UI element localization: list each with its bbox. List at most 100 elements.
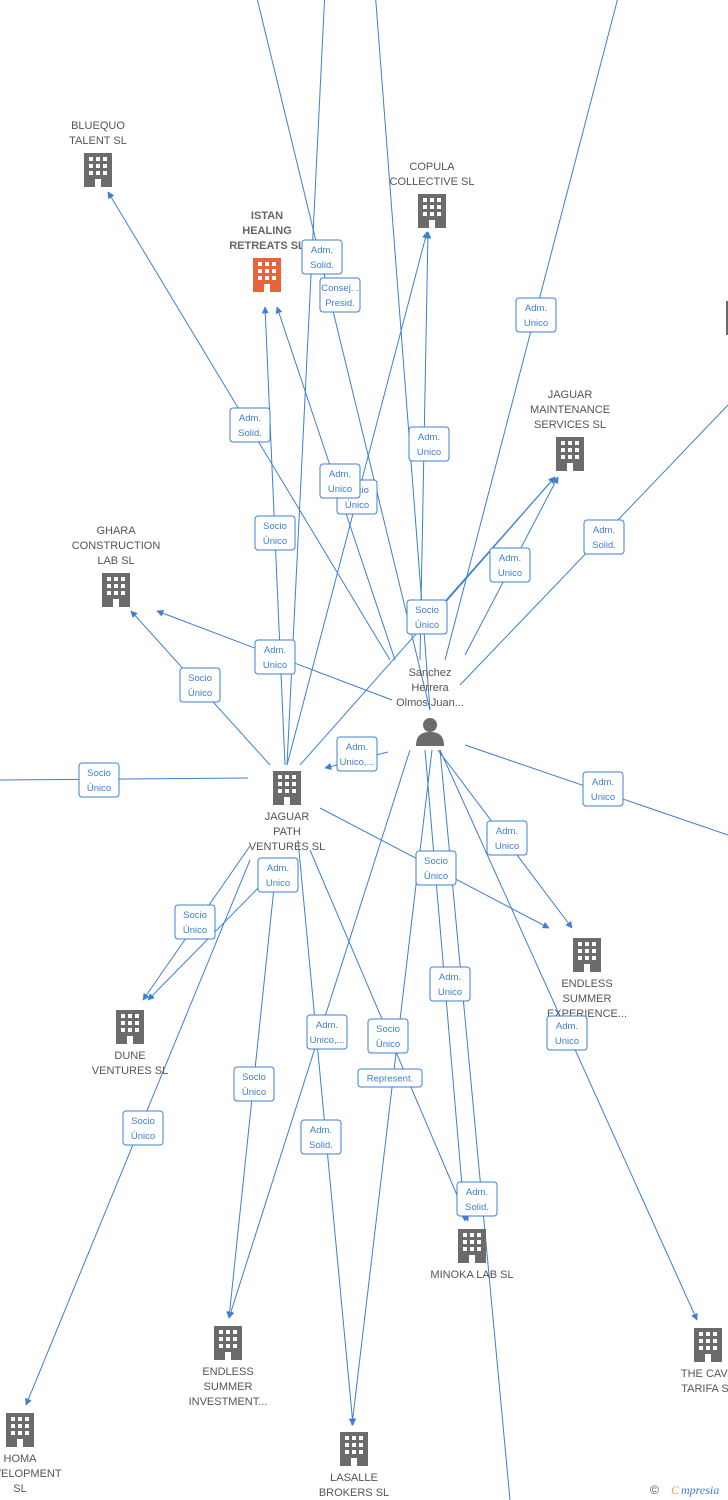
relation-text: Único (415, 620, 439, 631)
relation-text: Único (376, 1039, 400, 1050)
node-label-line: HEALING (242, 225, 292, 237)
edge-31 (286, 0, 326, 766)
relation-label-r5[interactable]: Adm.Unico (408, 426, 450, 462)
building-icon (458, 1229, 486, 1263)
relation-label-r4[interactable]: Adm. Solid. (229, 407, 271, 443)
relation-text: Unico,... (340, 757, 375, 768)
relation-box (546, 1015, 588, 1051)
relation-box (300, 1119, 342, 1155)
relation-text: Único (263, 536, 287, 547)
relation-text: Adm. (439, 972, 461, 983)
relation-label-r9[interactable]: Adm.Solid. (583, 519, 625, 555)
relation-label-r17[interactable]: Adm.Unico (486, 820, 528, 856)
relation-text: Único (242, 1087, 266, 1098)
node-label-line: DUNE (114, 1050, 145, 1062)
relation-text: Represent. (367, 1074, 413, 1085)
relation-label-r12[interactable]: Adm.Unico (254, 639, 296, 675)
relation-text: Único (345, 500, 369, 511)
node-label-line: BLUEQUO (71, 120, 125, 132)
node-label-line: LAB SL (97, 555, 134, 567)
relation-text: Unico (524, 318, 548, 329)
relation-text: Socio (376, 1024, 400, 1035)
node-thecave[interactable]: THE CAVETARIFA SL (681, 1328, 728, 1395)
relation-text: Adm. (264, 645, 286, 656)
relation-label-r19[interactable]: Adm.Unico (257, 857, 299, 893)
node-label-line: INVESTMENT... (189, 1396, 268, 1408)
relation-label-r7[interactable]: Adm.Unico (319, 463, 361, 499)
relation-label-r21[interactable]: Adm. Unico (429, 966, 471, 1002)
relation-label-r16[interactable]: Adm.Unico (582, 771, 624, 807)
relation-text: Único (188, 688, 212, 699)
relation-text: Adm. (310, 1125, 332, 1136)
node-label-line: VENTURES SL (249, 841, 325, 853)
relation-label-r25[interactable]: Represent. (357, 1068, 423, 1088)
relation-box (489, 547, 531, 583)
relation-box (233, 1066, 275, 1102)
node-label-line: PATH (273, 826, 301, 838)
relation-box (319, 463, 361, 499)
relation-text: Adm. (239, 413, 261, 424)
relation-label-r2[interactable]: Consej. . Presid. (319, 277, 361, 313)
relation-label-r23[interactable]: Adm.Unico,... (306, 1014, 348, 1050)
node-label-line: ISTAN (251, 210, 283, 222)
relation-label-r14[interactable]: Adm. Unico,... (336, 736, 378, 772)
relation-box (336, 736, 378, 772)
relation-text: Unico (498, 568, 522, 579)
node-label-line: BROKERS SL (319, 1487, 389, 1499)
relation-text: Solid. (310, 260, 334, 271)
relation-text: Único (183, 925, 207, 936)
relation-label-r3[interactable]: Adm.Unico (515, 297, 557, 333)
relation-label-r29[interactable]: Adm.Solid. (456, 1181, 498, 1217)
relation-label-r10[interactable]: Adm.Unico (489, 547, 531, 583)
footer-brand[interactable]: © C mpresia (650, 1483, 719, 1497)
relation-label-r22[interactable]: Adm.Unico (546, 1015, 588, 1051)
node-label-line: MAINTENANCE (530, 404, 610, 416)
relation-box (179, 667, 221, 703)
node-minoka[interactable]: MINOKA LAB SL (430, 1229, 514, 1281)
node-label-line: JAGUAR (548, 389, 593, 401)
relation-box (456, 1181, 498, 1217)
relation-box (515, 297, 557, 333)
relation-box (367, 1018, 409, 1054)
relation-text: Unico (438, 987, 462, 998)
relation-text: Adm. (496, 826, 518, 837)
relation-box (257, 857, 299, 893)
building-icon (694, 1328, 722, 1362)
relation-text: Presid. (325, 298, 355, 309)
relation-label-r1[interactable]: Adm.Solid. (301, 239, 343, 275)
relation-label-r28[interactable]: Adm.Solid. (300, 1119, 342, 1155)
relation-text: Solid. (238, 428, 262, 439)
relation-box (306, 1014, 348, 1050)
node-endlessinv[interactable]: ENDLESSSUMMERINVESTMENT... (189, 1326, 268, 1408)
relation-text: Consej. . (321, 283, 359, 294)
building-icon (102, 573, 130, 607)
node-homa[interactable]: HOMADEVELOPMENTSL (0, 1413, 62, 1495)
relation-text: Socio (131, 1116, 155, 1127)
relation-text: Socio (424, 856, 448, 867)
node-endlessexp[interactable]: ENDLESSSUMMEREXPERIENCE... (547, 938, 627, 1020)
relation-text: Socio (188, 673, 212, 684)
relation-text: Socio (263, 521, 287, 532)
node-label-line: SUMMER (204, 1381, 253, 1393)
relation-text: Adm. (346, 742, 368, 753)
relation-box (122, 1110, 164, 1146)
